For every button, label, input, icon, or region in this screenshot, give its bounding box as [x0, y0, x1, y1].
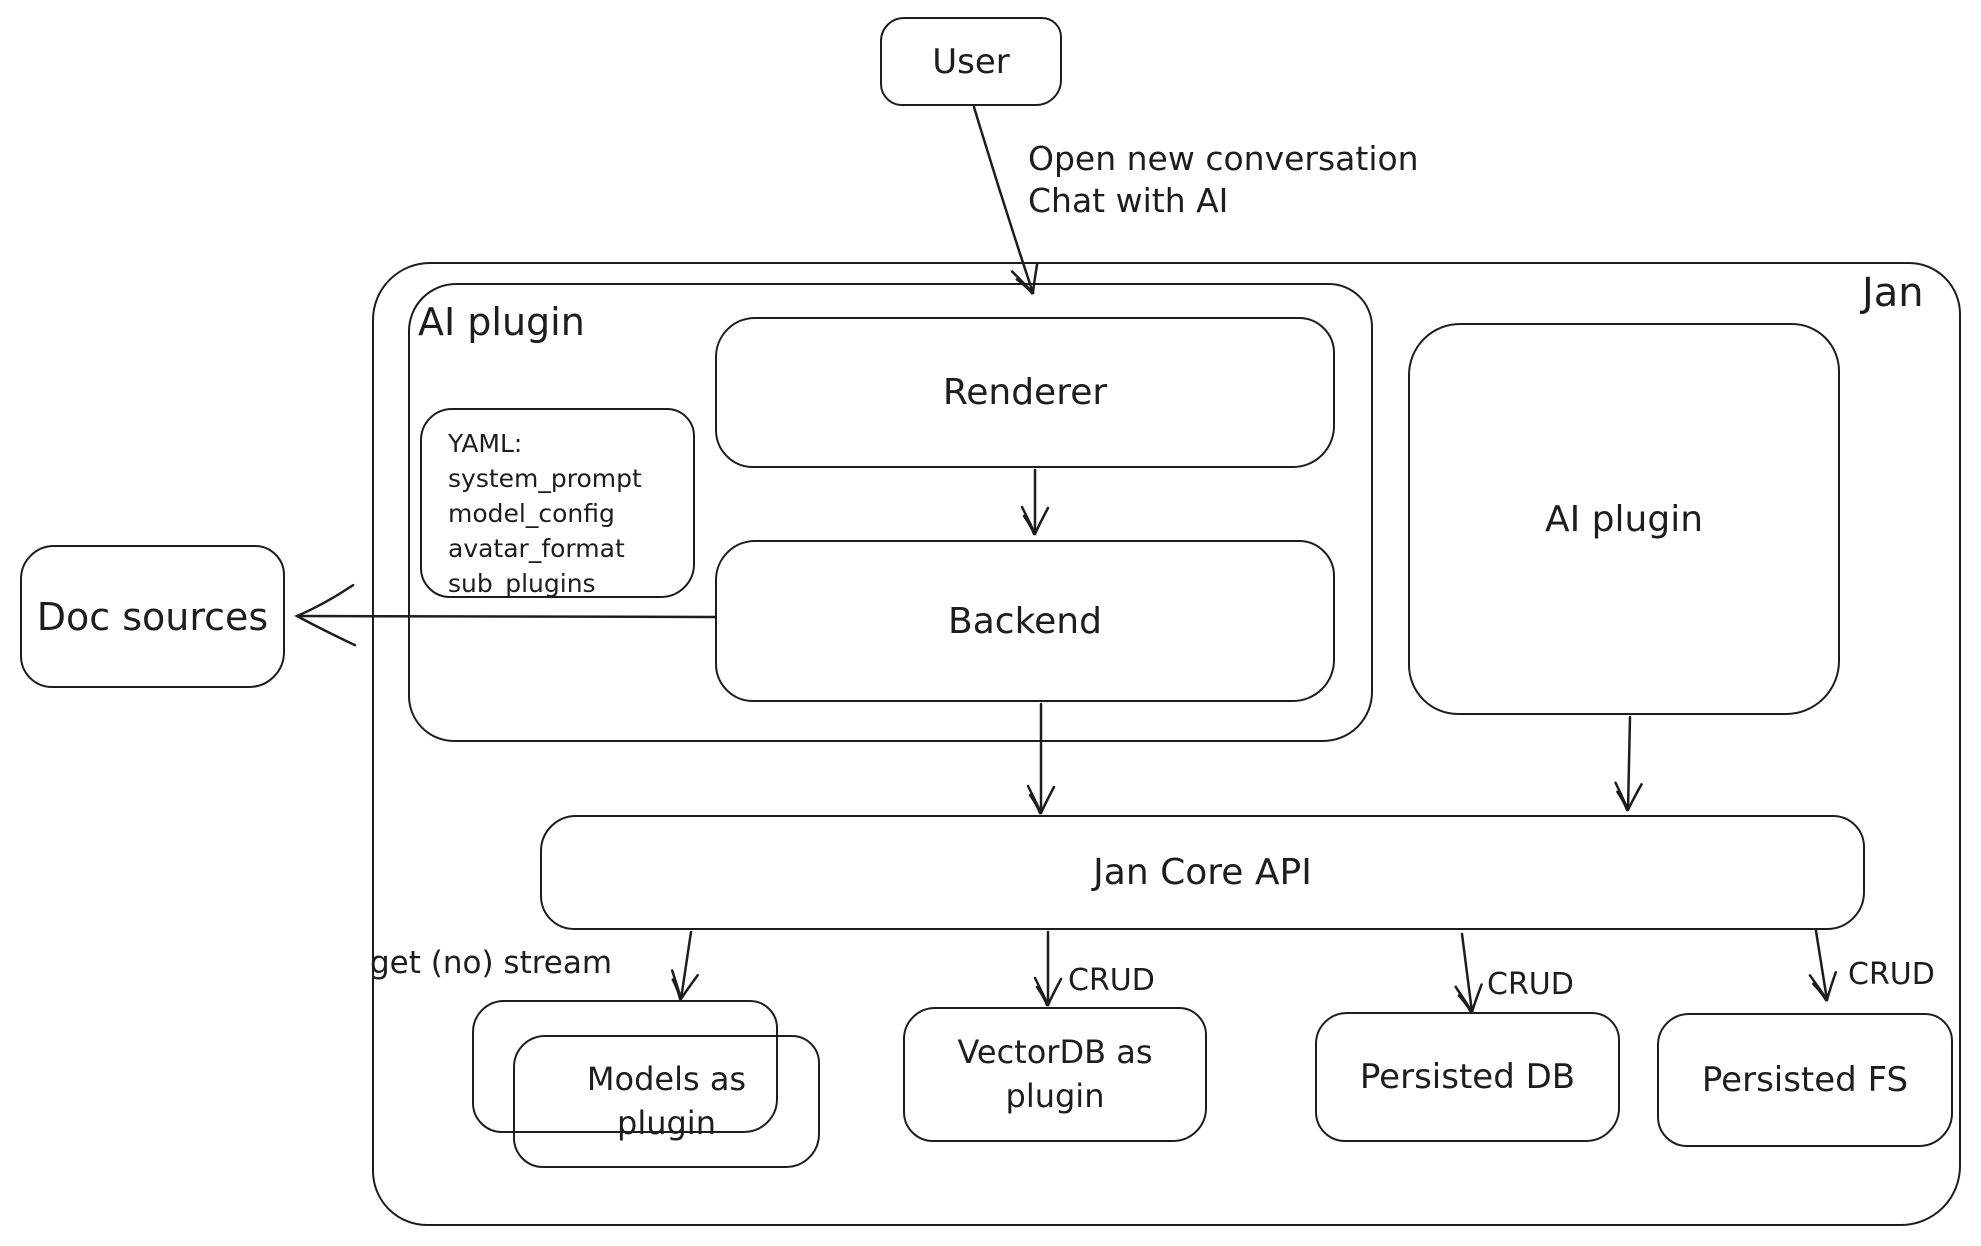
edge-label-crud-persisted-db: CRUD — [1487, 967, 1574, 1002]
node-jan-core-api: Jan Core API — [540, 815, 1865, 930]
node-ai-plugin-right: AI plugin — [1408, 323, 1840, 715]
node-renderer: Renderer — [715, 317, 1335, 468]
node-vectordb-plugin: VectorDB as plugin — [903, 1007, 1207, 1142]
node-persisted-fs: Persisted FS — [1657, 1013, 1953, 1147]
node-models-plugin-back — [472, 1000, 778, 1133]
node-models-plugin: Models as plugin — [513, 1035, 820, 1168]
jan-container — [372, 262, 1961, 1226]
ai-plugin-group-label: AI plugin — [418, 300, 585, 344]
node-doc-sources: Doc sources — [20, 545, 285, 688]
edge-label-get-stream: get (no) stream — [370, 945, 613, 981]
node-backend: Backend — [715, 540, 1335, 702]
edge-label-crud-vectordb: CRUD — [1068, 963, 1155, 998]
jan-container-label: Jan — [1862, 270, 1924, 316]
edge-label-crud-persisted-fs: CRUD — [1848, 957, 1935, 992]
ai-plugin-group-container — [408, 283, 1373, 742]
node-persisted-db: Persisted DB — [1315, 1012, 1620, 1142]
yaml-note: YAML: system_prompt model_config avatar_… — [420, 408, 695, 598]
node-user: User — [880, 17, 1062, 106]
edge-label-user-flow: Open new conversation Chat with AI — [1028, 139, 1419, 221]
